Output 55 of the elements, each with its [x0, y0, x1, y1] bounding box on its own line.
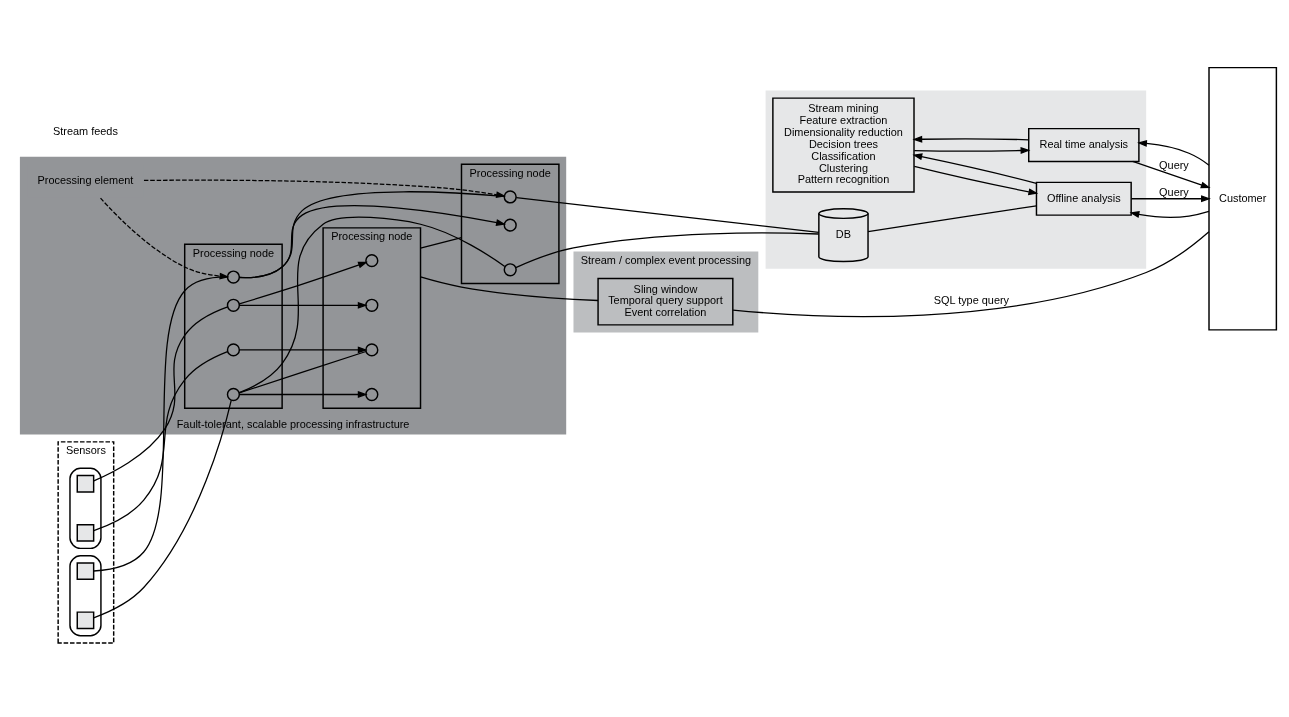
node-box: Sling window Temporal query support Event correlation — [597, 277, 734, 326]
node-circle — [503, 262, 517, 276]
node-box: Stream mining Feature extraction Dimensionality reduction Decision trees Classification Clustering Pattern recognition — [772, 96, 915, 193]
node-circle — [226, 269, 241, 284]
arrow — [238, 301, 368, 309]
connector — [515, 196, 820, 233]
cluster — [69, 554, 102, 636]
edge-label: Query — [1159, 158, 1189, 171]
arrow — [1130, 194, 1211, 202]
arrow — [1137, 139, 1210, 166]
cluster — [69, 467, 102, 549]
connector — [515, 231, 820, 268]
connector — [238, 190, 505, 278]
node-box: Offline analysis — [1035, 181, 1132, 216]
connector — [419, 275, 599, 301]
node-circle — [226, 342, 241, 357]
connector — [238, 350, 367, 394]
edge-label: SQL type query — [933, 293, 1010, 306]
node-box — [76, 474, 95, 493]
node-circle — [365, 253, 379, 267]
arrow — [238, 261, 368, 304]
node-circle — [365, 387, 379, 401]
node-box: Real time analysis — [1028, 127, 1140, 162]
cluster: Processing node — [183, 243, 283, 409]
connector — [867, 204, 1038, 232]
connector — [419, 236, 463, 249]
node-circle — [226, 298, 241, 312]
cluster: Processing node — [460, 162, 560, 284]
arrow — [912, 152, 1037, 184]
label: Stream feeds — [53, 124, 118, 137]
arrow — [143, 179, 506, 198]
connector — [238, 216, 506, 393]
node-box: Customer — [1208, 66, 1278, 331]
node-circle — [365, 298, 379, 312]
connector — [732, 230, 1210, 317]
node-box — [76, 610, 95, 629]
arrow — [238, 345, 368, 353]
arrow — [238, 390, 368, 398]
arrow — [1132, 160, 1211, 188]
node-circle — [503, 189, 517, 204]
node-circle — [365, 342, 379, 357]
cluster: Sensors — [57, 440, 115, 644]
node-text: Processing element — [37, 173, 134, 186]
node-circle — [503, 218, 517, 232]
arrow — [912, 135, 1030, 143]
connector — [93, 305, 229, 481]
arrow — [913, 165, 1039, 195]
node-box — [76, 561, 95, 580]
connector — [93, 275, 229, 572]
arrow — [1129, 210, 1210, 218]
cluster: Processing node — [322, 226, 422, 409]
arrow — [913, 146, 1031, 154]
node-box — [76, 523, 95, 542]
node-circle — [226, 387, 241, 401]
edge-label: Query — [1159, 185, 1189, 198]
